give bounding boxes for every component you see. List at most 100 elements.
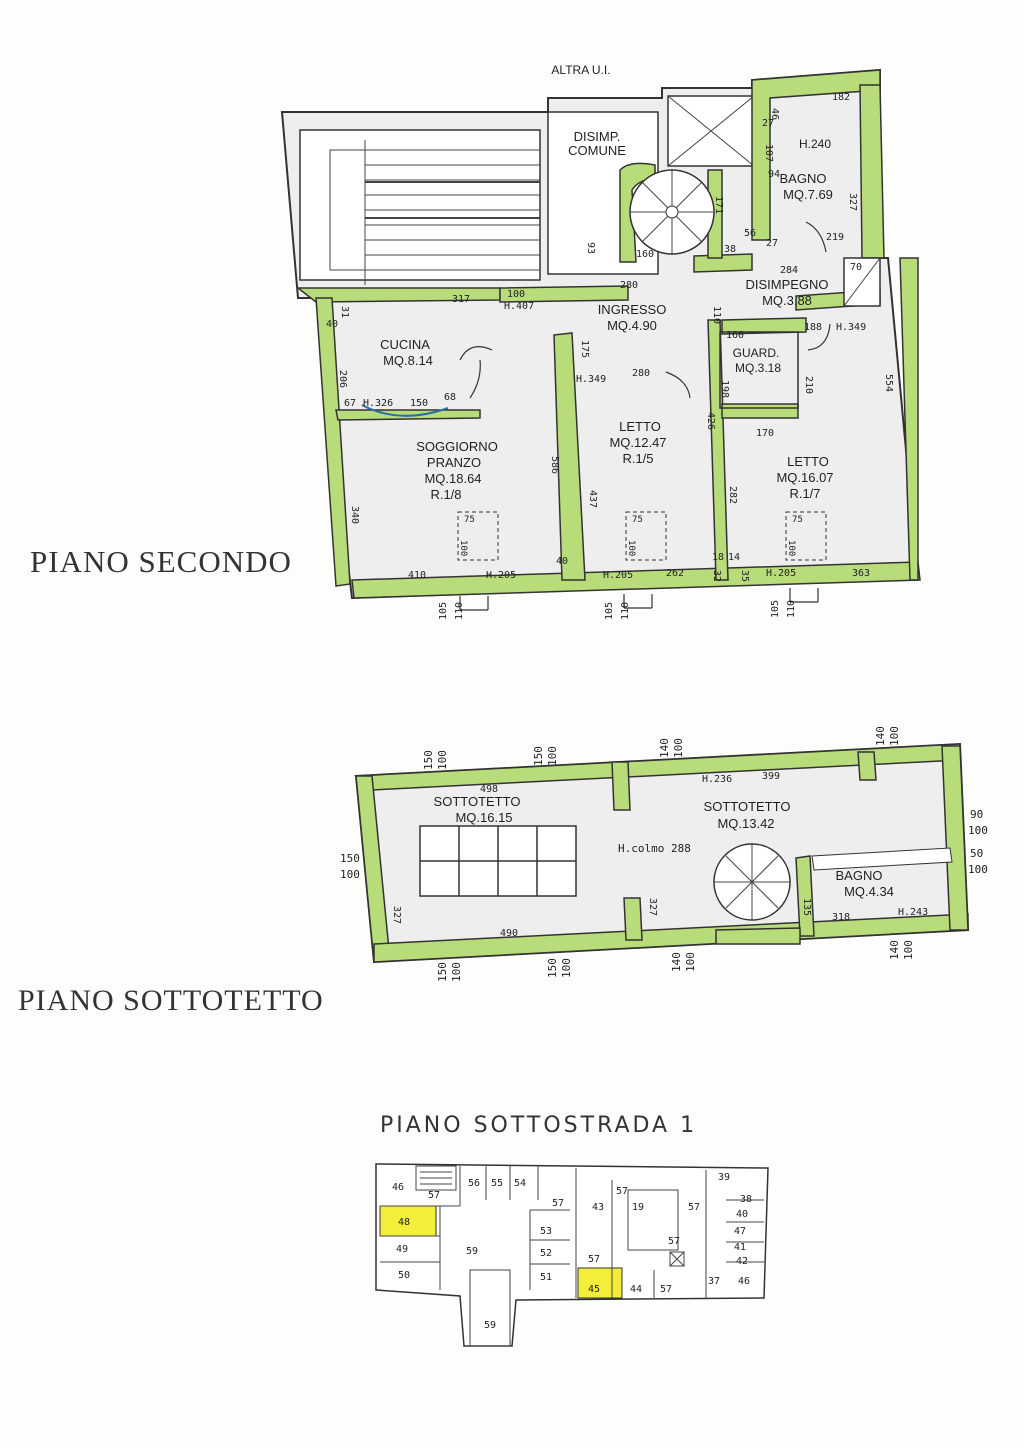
bagno-label: BAGNO (780, 171, 827, 186)
dim-100-right1: 100 (968, 824, 988, 837)
height-326: H.326 (363, 398, 393, 409)
dim-38: 38 (724, 244, 736, 255)
dim-318: 318 (832, 912, 850, 923)
unit-59b: 59 (484, 1320, 496, 1331)
dim-27b: 27 (766, 238, 778, 249)
dim-426: 426 (705, 412, 716, 430)
dim-170: 170 (756, 428, 774, 439)
dim-135: 135 (801, 898, 812, 916)
dim-182: 182 (832, 92, 850, 103)
win-top-4b: 100 (888, 726, 901, 746)
win-dim-75b: 75 (632, 515, 643, 525)
unit-57f: 57 (588, 1254, 600, 1265)
piano-sottostrada-title: PIANO SOTTOSTRADA 1 (380, 1113, 697, 1138)
dim-210: 210 (803, 376, 814, 394)
win-top-1a: 150 (422, 750, 435, 770)
walls-sottotetto (354, 743, 969, 963)
ingresso-area: MQ.4.90 (607, 318, 657, 333)
dim-90-right: 90 (970, 808, 983, 821)
dim-93: 93 (585, 242, 596, 254)
unit-39: 39 (718, 1172, 730, 1183)
height-243: H.243 (898, 907, 928, 918)
dim-35: 35 (739, 570, 750, 582)
altra-ui-label: ALTRA U.I. (551, 63, 610, 77)
dim-100: 100 (507, 289, 525, 300)
dim-27a: 27 (762, 118, 774, 129)
dimensions-sottotetto: H.236 399 498 H.colmo 288 327 327 490 13… (340, 771, 988, 939)
win-bot-2a: 150 (546, 958, 559, 978)
piano-secondo-title: PIANO SECONDO (30, 544, 292, 579)
height-349a: H.349 (836, 322, 866, 333)
win-dim-75c: 75 (792, 515, 803, 525)
disimp-label-1: DISIMP. (574, 129, 621, 144)
win-top-2b: 100 (546, 746, 559, 766)
sottotetto1-label: SOTTOTETTO (434, 794, 521, 809)
unit-42: 42 (736, 1256, 748, 1267)
walls-secondo (295, 69, 921, 599)
dim-32: 32 (711, 570, 722, 582)
bagno-area: MQ.7.69 (783, 187, 833, 202)
win-w3b: 110 (786, 600, 797, 618)
dim-175: 175 (579, 340, 590, 358)
height-407: H.407 (504, 301, 534, 312)
dim-171: 171 (713, 196, 724, 214)
dim-70: 70 (850, 262, 862, 273)
bagno-st-label: BAGNO (836, 868, 883, 883)
ingresso-label: INGRESSO (598, 302, 667, 317)
dim-437: 437 (587, 490, 598, 508)
win-bot-3a: 140 (670, 952, 683, 972)
unit-52: 52 (540, 1248, 552, 1259)
dim-340: 340 (349, 506, 360, 524)
unit-59a: 59 (466, 1246, 478, 1257)
height-205a: H.205 (486, 570, 516, 581)
piano-secondo-plan: ALTRA U.I. DISIMP. COMUNE H.240 BAGNO MQ… (280, 63, 921, 620)
dim-100-right2: 100 (968, 863, 988, 876)
cucina-label: CUCINA (380, 337, 430, 352)
window-dims-sottotetto: 150 100 150 100 140 100 140 100 150 100 … (422, 726, 915, 982)
win-bot-3b: 100 (684, 952, 697, 972)
unit-37: 37 (708, 1276, 720, 1287)
dim-206: 206 (337, 370, 348, 388)
dim-67: 67 (344, 398, 356, 409)
letto2-area: MQ.16.07 (776, 470, 833, 485)
dim-327: 327 (847, 193, 858, 211)
height-205b: H.205 (603, 570, 633, 581)
unit-43: 43 (592, 1202, 604, 1213)
letto1-area: MQ.12.47 (609, 435, 666, 450)
dim-40a: 40 (326, 319, 338, 330)
win-dim-100a: 100 (458, 540, 468, 556)
letto2-label: LETTO (787, 454, 829, 469)
height-236: H.236 (702, 774, 732, 785)
win-bot-2b: 100 (560, 958, 573, 978)
dim-40b: 40 (556, 556, 568, 567)
sottostrada-units: 46 57 56 55 54 57 57 43 19 39 38 48 53 5… (392, 1172, 752, 1331)
dim-107: 107 (763, 144, 774, 162)
dim-31: 31 (339, 306, 350, 318)
unit-57c: 57 (616, 1186, 628, 1197)
dim-327a: 327 (391, 906, 402, 924)
dim-18: 18 (712, 552, 724, 563)
unit-54: 54 (514, 1178, 526, 1189)
unit-56: 56 (468, 1178, 480, 1189)
soggiorno-ratio: R.1/8 (430, 487, 461, 502)
colmo-height: H.colmo 288 (618, 842, 691, 855)
sottotetto2-label: SOTTOTETTO (704, 799, 791, 814)
dim-50-right: 50 (970, 847, 983, 860)
win-dim-75a: 75 (464, 515, 475, 525)
unit-46a: 46 (392, 1182, 404, 1193)
dim-262: 262 (666, 568, 684, 579)
unit-57a: 57 (428, 1190, 440, 1201)
win-top-3a: 140 (658, 738, 671, 758)
dim-280b: 280 (632, 368, 650, 379)
win-bot-4b: 100 (902, 940, 915, 960)
dim-160b: 160 (726, 330, 744, 341)
win-top-4a: 140 (874, 726, 887, 746)
unit-49: 49 (396, 1244, 408, 1255)
win-top-3b: 100 (672, 738, 685, 758)
dim-490: 490 (500, 928, 518, 939)
dim-160a: 160 (636, 249, 654, 260)
unit-57b: 57 (552, 1198, 564, 1209)
disimp-label-2: COMUNE (568, 143, 626, 158)
bagno-height: H.240 (799, 137, 831, 151)
piano-sottostrada-plan: 46 57 56 55 54 57 57 43 19 39 38 48 53 5… (375, 1163, 769, 1347)
